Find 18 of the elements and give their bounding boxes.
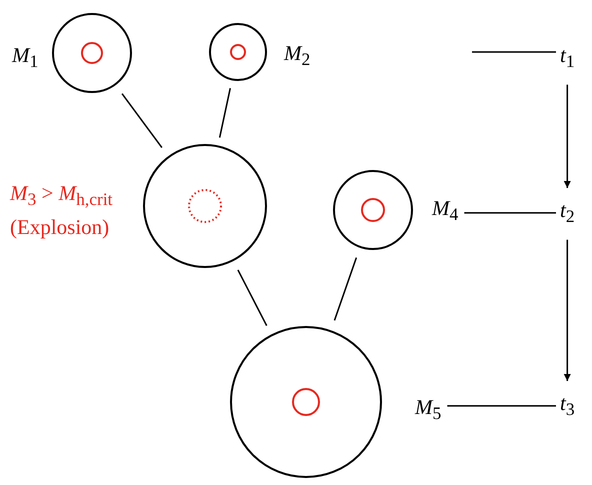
mass-label: M$_{5}$ bbox=[415, 394, 442, 426]
time-label: t$_{3}$ bbox=[560, 393, 575, 419]
connector-line bbox=[472, 51, 556, 53]
time-label: t$_{2}$ bbox=[560, 200, 575, 226]
mass-label: M$_{2}$ bbox=[284, 40, 310, 72]
time-label: t$_{1}$ bbox=[560, 45, 575, 71]
arrow bbox=[564, 240, 571, 381]
connector-line bbox=[237, 270, 268, 326]
mass-label: (Explosion) bbox=[10, 214, 110, 240]
connector-line bbox=[464, 212, 556, 214]
arrow bbox=[564, 84, 571, 188]
connector-line bbox=[447, 405, 556, 407]
connector-line bbox=[334, 257, 358, 321]
connector-line bbox=[121, 93, 162, 148]
connector-line bbox=[218, 88, 231, 138]
mass-label: M$_{1}$ bbox=[12, 42, 38, 74]
mass-label: M$_{4}$ bbox=[432, 195, 458, 226]
mass-label: M$_{3}$ > M$_{h,crit}$ bbox=[10, 180, 113, 212]
